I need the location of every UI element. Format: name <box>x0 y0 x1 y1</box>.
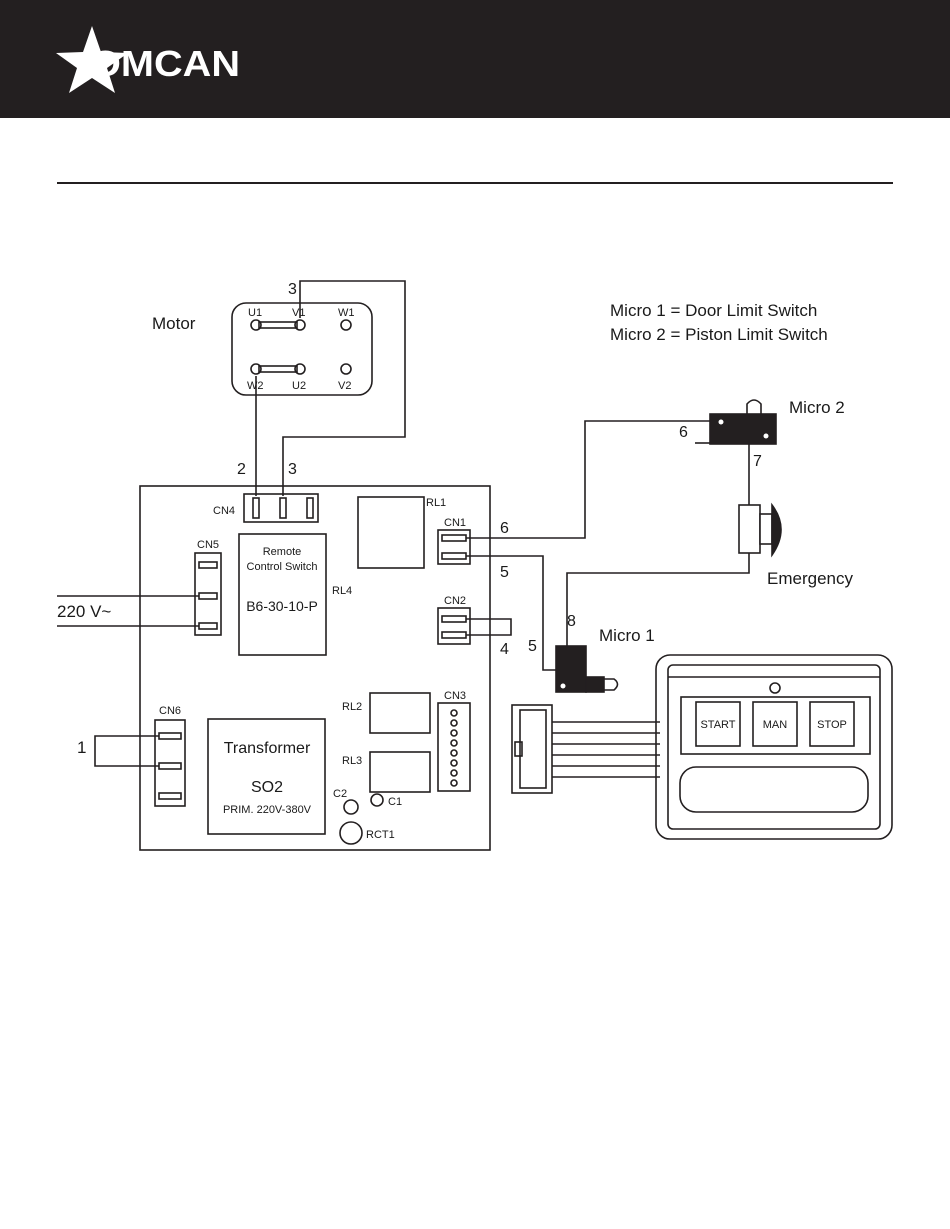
relay-rl3 <box>370 752 430 792</box>
motor-label: Motor <box>152 314 196 333</box>
wire-number-2: 2 <box>237 461 246 478</box>
micro-2-switch <box>710 400 776 444</box>
terminal-w1 <box>341 320 351 330</box>
control-panel <box>656 655 892 839</box>
supply-voltage-label: 220 V~ <box>57 602 111 621</box>
wire-number-6: 6 <box>500 520 509 537</box>
wire-number-6-micro2: 6 <box>679 424 688 441</box>
wire-number-7: 7 <box>753 453 762 470</box>
terminal-label-u2: U2 <box>292 380 306 392</box>
rl3-label: RL3 <box>342 755 362 767</box>
wire-number-5-micro1: 5 <box>528 638 537 655</box>
capacitor-c1 <box>371 794 383 806</box>
cn6-label: CN6 <box>159 705 181 717</box>
transformer-model: SO2 <box>251 779 283 796</box>
man-button-label: MAN <box>763 719 788 731</box>
motor-terminals <box>251 320 351 374</box>
capacitor-c2 <box>344 800 358 814</box>
rct1-label: RCT1 <box>366 829 395 841</box>
rl1-label: RL1 <box>426 497 446 509</box>
rl2-label: RL2 <box>342 701 362 713</box>
rl4-label: RL4 <box>332 585 352 597</box>
emergency-label: Emergency <box>767 569 853 588</box>
panel-plug <box>512 705 552 793</box>
remote-switch-line1: Remote <box>263 546 302 558</box>
remote-switch-model: B6-30-10-P <box>246 598 318 614</box>
emergency-button <box>739 505 781 555</box>
cn5-label: CN5 <box>197 539 219 551</box>
wire-number-3: 3 <box>288 461 297 478</box>
relay-rl2 <box>370 693 430 733</box>
cn4-label: CN4 <box>213 505 235 517</box>
transformer <box>208 719 325 834</box>
cn1-label: CN1 <box>444 517 466 529</box>
ribbon-cable <box>552 722 660 777</box>
transformer-spec: PRIM. 220V-380V <box>223 804 312 816</box>
wire-number-8: 8 <box>567 613 576 630</box>
transformer-title: Transformer <box>224 740 311 757</box>
terminal-label-w1: W1 <box>338 307 355 319</box>
terminal-v2 <box>341 364 351 374</box>
relay-rl1 <box>358 497 424 568</box>
wire-number-4: 4 <box>500 641 509 658</box>
c2-label: C2 <box>333 788 347 800</box>
wire-number-5-board: 5 <box>500 564 509 581</box>
cn3-label: CN3 <box>444 690 466 702</box>
wire-number-1: 1 <box>77 738 86 757</box>
legend-line-2: Micro 2 = Piston Limit Switch <box>610 325 828 344</box>
cn2-label: CN2 <box>444 595 466 607</box>
start-button-label: START <box>700 719 735 731</box>
legend-line-1: Micro 1 = Door Limit Switch <box>610 301 817 320</box>
terminal-label-v2: V2 <box>338 380 351 392</box>
micro-2-label: Micro 2 <box>789 398 845 417</box>
terminal-label-v1: V1 <box>292 307 305 319</box>
c1-label: C1 <box>388 796 402 808</box>
rct1 <box>340 822 362 844</box>
stop-button-label: STOP <box>817 719 847 731</box>
cn3-pins <box>451 710 457 786</box>
remote-switch-line2: Control Switch <box>247 561 318 573</box>
terminal-label-u1: U1 <box>248 307 262 319</box>
wire-number-3-top: 3 <box>288 281 297 298</box>
indicator-lamp <box>770 683 780 693</box>
micro-1-label: Micro 1 <box>599 626 655 645</box>
micro-1-switch <box>556 646 618 692</box>
